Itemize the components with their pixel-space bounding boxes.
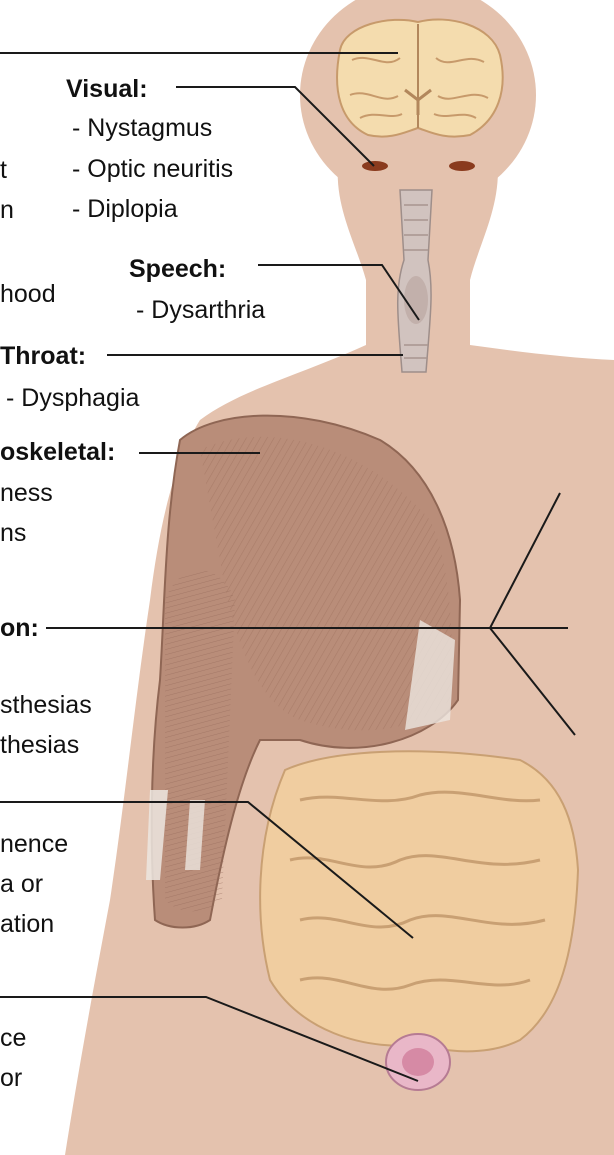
intestine-illustration bbox=[260, 751, 578, 1051]
left-fragment-2: n bbox=[0, 198, 14, 223]
bowel-item-2: a or bbox=[0, 872, 43, 897]
brain-illustration bbox=[337, 19, 503, 136]
musculoskeletal-title: oskeletal: bbox=[0, 440, 115, 465]
sensation-item-1: sthesias bbox=[0, 693, 92, 718]
musculoskeletal-item-1: ness bbox=[0, 481, 53, 506]
musculoskeletal-item-2: ns bbox=[0, 521, 26, 546]
bowel-item-1: nence bbox=[0, 832, 68, 857]
visual-item-optic-neuritis: - Optic neuritis bbox=[72, 157, 233, 182]
visual-item-diplopia: - Diplopia bbox=[72, 197, 178, 222]
urinary-item-1: ce bbox=[0, 1026, 26, 1051]
throat-title: Throat: bbox=[0, 344, 86, 369]
bowel-item-3: ation bbox=[0, 912, 54, 937]
throat-item-dysphagia: - Dysphagia bbox=[6, 386, 139, 411]
speech-title: Speech: bbox=[129, 257, 226, 282]
sensation-item-2: thesias bbox=[0, 733, 79, 758]
rectum-illustration bbox=[386, 1034, 450, 1090]
left-fragment-3: hood bbox=[0, 282, 56, 307]
left-fragment-1: t bbox=[0, 158, 7, 183]
urinary-item-2: or bbox=[0, 1066, 22, 1091]
speech-item-dysarthria: - Dysarthria bbox=[136, 298, 265, 323]
visual-item-nystagmus: - Nystagmus bbox=[72, 116, 212, 141]
sensation-title: on: bbox=[0, 616, 39, 641]
larynx-illustration bbox=[398, 190, 432, 372]
visual-title: Visual: bbox=[66, 77, 148, 102]
